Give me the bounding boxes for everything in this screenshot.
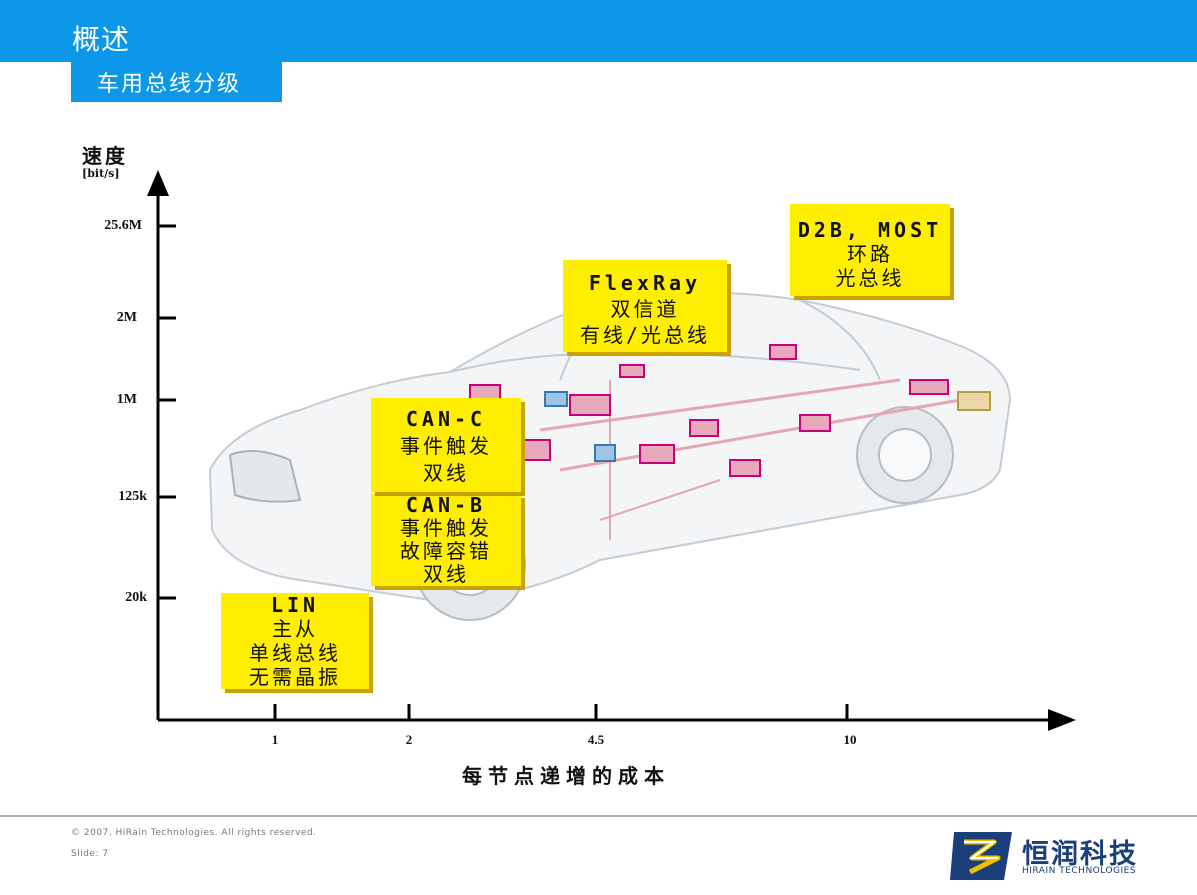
logo-name: 恒润科技 — [1022, 839, 1138, 870]
y-tick-label: 125k — [118, 489, 147, 504]
flexray-box-title: FlexRay — [588, 271, 702, 295]
can-c-box: CAN-C 事件触发 双线 — [371, 398, 521, 492]
can-c-box-line: 双线 — [423, 461, 469, 485]
x-tick-label: 2 — [405, 732, 413, 747]
lin-box-title: LIN — [270, 593, 320, 617]
most-box-title: D2B, MOST — [797, 218, 943, 242]
can-c-box-line: 事件触发 — [400, 434, 492, 458]
most-box-line: 环路 — [847, 242, 893, 266]
y-axis-arrow — [147, 170, 169, 196]
hirain-logo-icon — [950, 832, 1012, 880]
x-axis-label: 每节点递增的成本 — [462, 764, 670, 788]
lin-box: LIN 主从 单线总线 无需晶振 — [221, 593, 369, 689]
can-b-box-title: CAN-B — [405, 493, 487, 517]
copyright-text: © 2007. HiRain Technologies. All rights … — [71, 828, 317, 838]
page-title: 概述 — [72, 23, 131, 56]
flexray-box: FlexRay 双信道 有线/光总线 — [563, 260, 727, 352]
x-tick-label: 1 — [271, 732, 279, 747]
y-axis-title: 速度 — [82, 144, 128, 168]
header-bar — [0, 0, 1197, 62]
flexray-box-line: 双信道 — [610, 297, 680, 321]
x-tick-label: 4.5 — [587, 732, 605, 747]
lin-box-line: 主从 — [272, 617, 318, 641]
y-axis-unit: [bit/s] — [82, 167, 120, 180]
logo-english-name: HIRAIN TECHNOLOGIES — [1022, 866, 1137, 876]
axes — [156, 190, 1055, 722]
can-c-box-title: CAN-C — [405, 407, 487, 431]
y-axis-label: 速度 [bit/s] — [82, 140, 128, 180]
x-axis-arrow — [1048, 709, 1076, 731]
can-b-box-line: 故障容错 — [400, 539, 492, 563]
section-subtitle: 车用总线分级 — [71, 62, 282, 102]
lin-box-line: 单线总线 — [249, 641, 341, 665]
y-tick-label: 25.6M — [104, 218, 142, 233]
most-box-line: 光总线 — [835, 266, 905, 290]
can-b-box-line: 双线 — [423, 562, 469, 586]
footer-divider — [0, 815, 1197, 817]
most-box: D2B, MOST 环路 光总线 — [790, 204, 950, 296]
slide-number: Slide: 7 — [71, 849, 109, 859]
can-b-box: CAN-B 事件触发 故障容错 双线 — [371, 494, 521, 586]
lin-box-line: 无需晶振 — [249, 665, 341, 689]
x-tick-label: 10 — [843, 732, 857, 747]
section-subtitle-text: 车用总线分级 — [97, 72, 242, 97]
y-tick-label: 2M — [116, 310, 137, 325]
y-tick-label: 1M — [116, 392, 137, 407]
y-tick-label: 20k — [125, 590, 147, 605]
can-b-box-line: 事件触发 — [400, 516, 492, 540]
flexray-box-line: 有线/光总线 — [579, 323, 711, 347]
